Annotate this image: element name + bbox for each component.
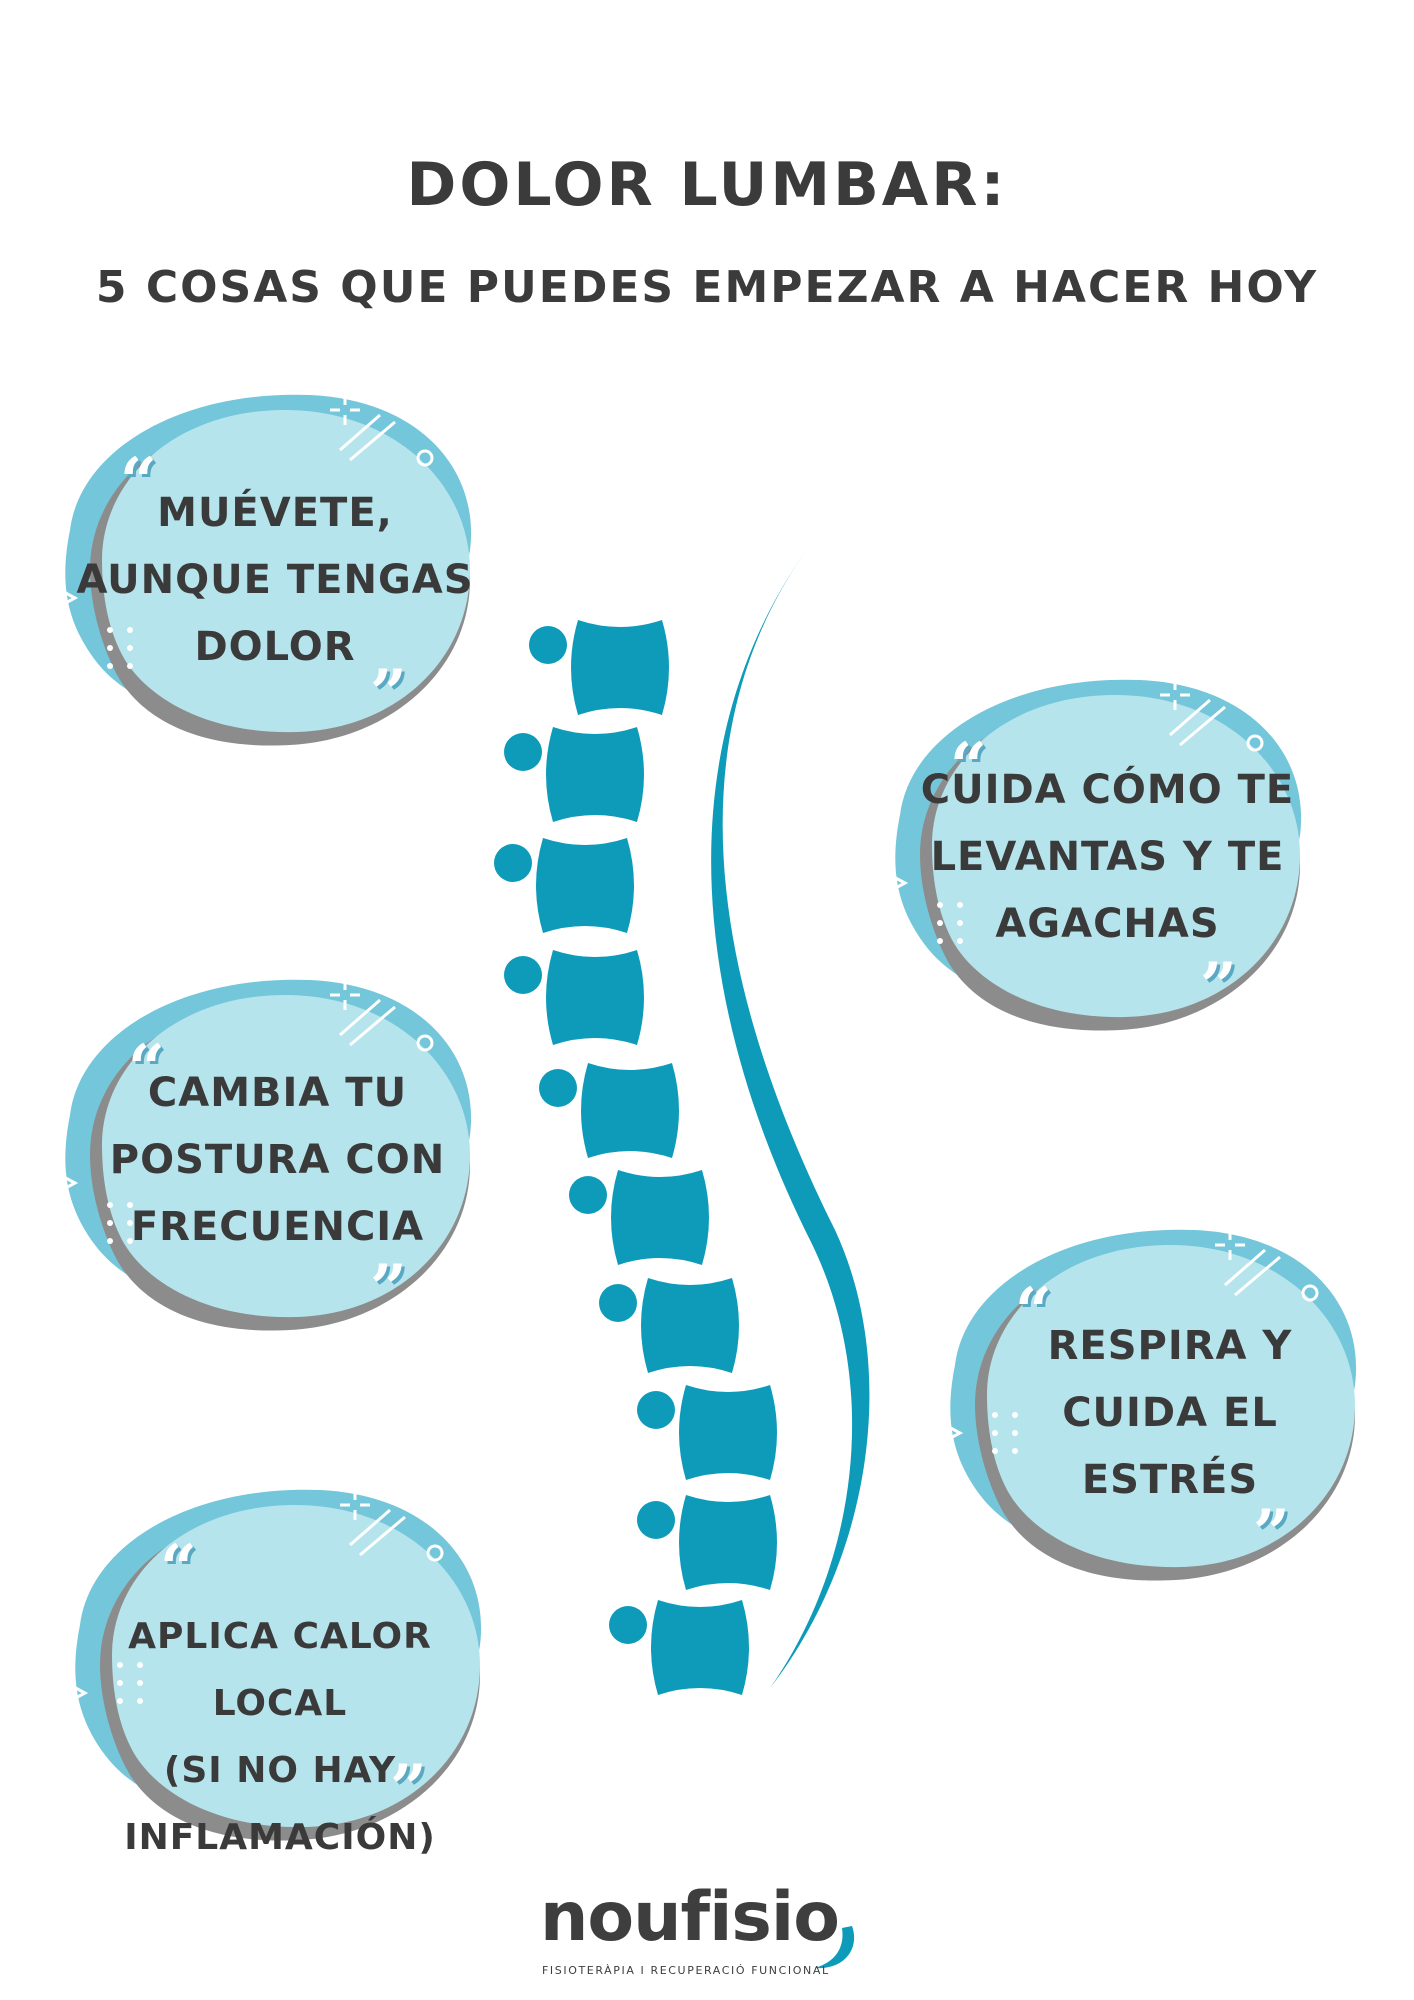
tip-bubble-stress: “ ” RESPIRA Y CUIDA EL ESTRÉS — [935, 1215, 1375, 1595]
vertebra-process — [599, 1284, 637, 1322]
vertebra-process — [569, 1176, 607, 1214]
bubble-background — [888, 679, 1302, 1031]
vertebra-process — [529, 626, 567, 664]
vertebra-body — [546, 950, 644, 1045]
logo-swoosh-icon — [815, 1926, 855, 1969]
vertebra-body — [581, 1063, 679, 1158]
vertebra-body — [679, 1495, 777, 1590]
vertebra-body — [571, 620, 669, 715]
tip-line: APLICA CALOR LOCAL — [128, 1616, 432, 1724]
vertebra-process — [494, 844, 532, 882]
tip-line: AGACHAS — [995, 901, 1220, 947]
tip-line: CUIDA EL — [1062, 1390, 1278, 1436]
tip-line: MUÉVETE, — [157, 490, 393, 536]
tip-line: INFLAMACIÓN) — [124, 1817, 436, 1858]
tip-text: RESPIRA Y CUIDA EL ESTRÉS — [965, 1313, 1375, 1514]
tip-line: RESPIRA Y — [1047, 1323, 1293, 1369]
vertebra-process — [504, 733, 542, 771]
open-quote-icon: “ — [1015, 1274, 1052, 1349]
tip-line: DOLOR — [194, 624, 356, 670]
tip-text: CAMBIA TU POSTURA CON FRECUENCIA — [65, 1060, 490, 1261]
logo-wordmark: noufisio — [540, 1878, 840, 1957]
bubble-background — [68, 1489, 482, 1841]
vertebra-body — [679, 1385, 777, 1480]
bubble-background — [58, 979, 472, 1331]
tip-bubble-posture: “ ” CAMBIA TU POSTURA CON FRECUENCIA — [50, 965, 490, 1345]
tip-line: CAMBIA TU — [147, 1070, 408, 1116]
tip-bubble-move: “ ” MUÉVETE, AUNQUE TENGAS DOLOR — [50, 380, 490, 760]
vertebra-process — [504, 956, 542, 994]
vertebra-body — [536, 838, 634, 933]
bubble-background — [943, 1229, 1357, 1581]
vertebra-body — [611, 1170, 709, 1265]
close-quote-icon: ” — [390, 1751, 427, 1826]
open-quote-icon: “ — [120, 444, 157, 519]
tip-line: CUIDA CÓMO TE — [920, 767, 1295, 813]
tip-line: (SI NO HAY — [163, 1750, 397, 1791]
tip-bubble-heat: “ ” APLICA CALOR LOCAL (SI NO HAY INFLAM… — [60, 1475, 500, 1858]
tip-text: APLICA CALOR LOCAL (SI NO HAY INFLAMACIÓ… — [60, 1603, 500, 1871]
tip-bubble-lifting: “ ” CUIDA CÓMO TE LEVANTAS Y TE AGACHAS — [880, 665, 1320, 1045]
vertebra-body — [641, 1278, 739, 1373]
vertebra-process — [637, 1501, 675, 1539]
tip-line: FRECUENCIA — [130, 1204, 425, 1250]
close-quote-icon: ” — [370, 1251, 407, 1326]
open-quote-icon: “ — [950, 729, 987, 804]
tip-line: LEVANTAS Y TE — [930, 834, 1285, 880]
close-quote-icon: ” — [1253, 1496, 1290, 1571]
vertebra-process — [637, 1391, 675, 1429]
close-quote-icon: ” — [1200, 949, 1237, 1024]
tip-text: CUIDA CÓMO TE LEVANTAS Y TE AGACHAS — [895, 757, 1320, 958]
bubble-background — [58, 394, 472, 746]
page-title: DOLOR LUMBAR: — [406, 150, 1008, 220]
logo-tagline: FISIOTERÀPIA I RECUPERACIÓ FUNCIONAL — [542, 1964, 830, 1977]
tip-line: POSTURA CON — [109, 1137, 446, 1183]
tip-text: MUÉVETE, AUNQUE TENGAS DOLOR — [60, 480, 490, 681]
open-quote-icon: “ — [128, 1031, 165, 1106]
vertebra-body — [651, 1600, 749, 1695]
close-quote-icon: ” — [370, 656, 407, 731]
open-quote-icon: “ — [160, 1531, 197, 1606]
tip-line: ESTRÉS — [1081, 1457, 1259, 1503]
tip-line: AUNQUE TENGAS — [76, 557, 474, 603]
page-subtitle: 5 COSAS QUE PUEDES EMPEZAR A HACER HOY — [95, 262, 1319, 313]
vertebra-process — [609, 1606, 647, 1644]
vertebra-body — [546, 727, 644, 822]
vertebra-process — [539, 1069, 577, 1107]
noufisio-logo: noufisio FISIOTERÀPIA I RECUPERACIÓ FUNC… — [540, 1878, 870, 1988]
